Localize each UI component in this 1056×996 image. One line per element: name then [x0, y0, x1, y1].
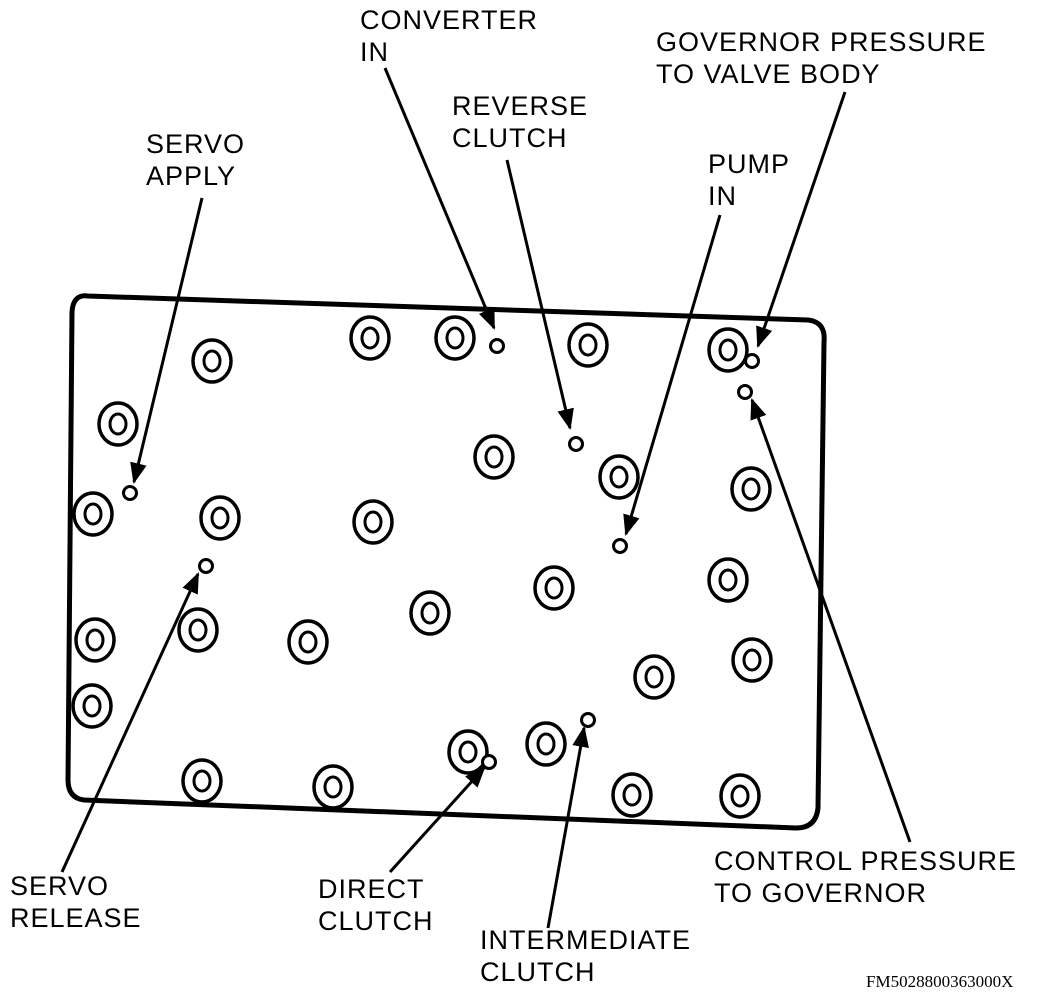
pump-in-line-1: PUMP	[708, 149, 791, 179]
direct-clutch-line-1: DIRECT	[318, 874, 425, 904]
figure-id: FM5028800363000X	[866, 972, 1014, 991]
bolt-hole	[352, 499, 394, 545]
servo-apply-line-2: APPLY	[146, 161, 237, 191]
servo-release-label: SERVO RELEASE	[10, 870, 142, 934]
bolt-hole	[447, 729, 489, 775]
intermediate-clutch-label: INTERMEDIATE CLUTCH	[480, 924, 691, 988]
bolt-hole	[199, 495, 241, 541]
bolt-hole	[473, 434, 515, 480]
servo-release-line-2: RELEASE	[10, 903, 142, 933]
governor-pressure-label: GOVERNOR PRESSURE TO VALVE BODY	[656, 26, 987, 90]
bolt-hole	[730, 466, 772, 512]
converter-in-line-2: IN	[360, 37, 389, 67]
pump-in-label: PUMP IN	[708, 148, 790, 212]
bolt-hole	[707, 557, 749, 603]
bolt-hole	[598, 454, 640, 500]
bolt-hole	[567, 322, 609, 368]
intermediate-clutch-line-2: CLUTCH	[480, 957, 596, 987]
pump-in-arrow	[623, 214, 722, 537]
governor-pressure-arrow	[756, 91, 847, 348]
servo-release-line-1: SERVO	[10, 871, 110, 901]
bolt-hole	[719, 773, 761, 819]
bolt-hole	[74, 617, 116, 663]
bolt-hole	[191, 338, 233, 384]
servo-apply-line-1: SERVO	[146, 129, 246, 159]
bolt-hole	[611, 772, 653, 818]
servo-apply-label: SERVO APPLY	[146, 128, 245, 192]
bolt-hole	[312, 764, 354, 810]
intermediate-clutch-passage	[580, 712, 596, 728]
direct-clutch-passage	[481, 754, 497, 770]
governor-pressure-line-1: GOVERNOR PRESSURE	[656, 27, 987, 57]
bolt-hole	[525, 721, 567, 767]
bolt-hole	[349, 315, 391, 361]
governor-pressure-line-2: TO VALVE BODY	[656, 59, 881, 89]
converter-in-label: CONVERTER IN	[360, 4, 538, 68]
bolt-hole	[97, 401, 139, 447]
converter-in-line-1: CONVERTER	[360, 5, 539, 35]
bolt-hole	[71, 683, 113, 729]
servo-apply-arrow	[130, 197, 204, 485]
bolt-hole	[533, 565, 575, 611]
bolt-hole	[633, 654, 675, 700]
direct-clutch-label: DIRECT CLUTCH	[318, 873, 434, 937]
intermediate-clutch-arrow	[546, 725, 589, 929]
bolt-hole	[434, 315, 476, 361]
control-pressure-label: CONTROL PRESSURE TO GOVERNOR	[714, 845, 1017, 909]
reverse-clutch-passage	[568, 436, 584, 452]
bolt-hole	[409, 590, 451, 636]
case-outline	[65, 293, 827, 831]
bolt-hole	[707, 327, 749, 373]
control-pressure-arrow	[750, 398, 912, 843]
converter-in-arrow	[383, 67, 496, 330]
bolt-hole	[72, 491, 114, 537]
bolt-hole	[177, 607, 219, 653]
direct-clutch-line-2: CLUTCH	[318, 906, 434, 936]
pump-in-line-2: IN	[708, 181, 737, 211]
control-pressure-passage	[737, 384, 753, 400]
reverse-clutch-line-2: CLUTCH	[452, 123, 568, 153]
converter-in-passage	[489, 338, 505, 354]
pump-in-passage	[612, 538, 628, 554]
bolt-hole	[287, 619, 329, 665]
servo-release-arrow	[60, 572, 200, 873]
control-pressure-line-2: TO GOVERNOR	[714, 878, 928, 908]
reverse-clutch-arrow	[505, 159, 574, 431]
direct-clutch-arrow	[388, 766, 486, 874]
control-pressure-line-1: CONTROL PRESSURE	[714, 846, 1018, 876]
servo-apply-passage	[122, 485, 138, 501]
servo-release-passage	[198, 558, 214, 574]
bolt-hole	[181, 758, 223, 804]
intermediate-clutch-line-1: INTERMEDIATE	[480, 925, 692, 955]
fluid-passages	[122, 338, 760, 770]
bolt-holes	[71, 315, 773, 819]
reverse-clutch-line-1: REVERSE	[452, 91, 589, 121]
governor-pressure-passage	[744, 353, 760, 369]
reverse-clutch-label: REVERSE CLUTCH	[452, 90, 588, 154]
bolt-hole	[731, 637, 773, 683]
